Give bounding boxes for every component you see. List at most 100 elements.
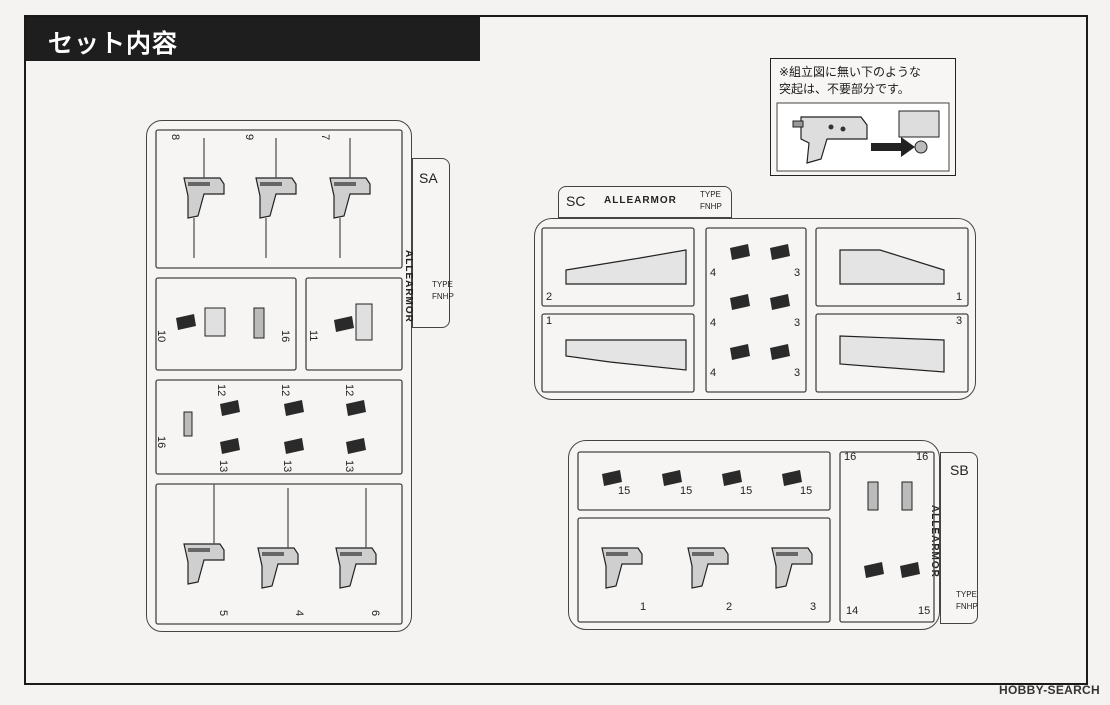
sa-number-1: 9 (243, 134, 255, 140)
sb-number-8: 3 (810, 601, 816, 613)
sa-number-3: 10 (155, 330, 167, 342)
sa-number-11: 13 (281, 460, 293, 472)
sa-grip-row-0 (220, 400, 240, 416)
sc-section-bottom-left (541, 313, 695, 393)
sa-part-16 (253, 307, 265, 339)
sc-number-9: 3 (794, 367, 800, 379)
sc-grip-2 (730, 294, 750, 310)
sa-part-11 (355, 303, 373, 341)
sb-frame-1 (687, 547, 729, 589)
sb-number-9: 14 (846, 605, 858, 617)
sprue-sb-type-2: FNHP (956, 602, 978, 611)
sc-grip-1 (770, 244, 790, 260)
sc-section-top-right (815, 227, 969, 307)
sc-part-2 (565, 249, 687, 285)
sb-grip-14b (900, 562, 920, 578)
sprue-sa-code: SA (419, 170, 438, 186)
sa-frame-2 (335, 547, 377, 589)
sa-grip-row-3 (220, 438, 240, 454)
sa-section-bottom (155, 483, 403, 625)
sprue-sb-code: SB (950, 462, 969, 478)
sa-number-7: 12 (279, 384, 291, 396)
sb-grip-2 (722, 470, 742, 486)
sc-grip-5 (770, 344, 790, 360)
sa-number-2: 7 (319, 134, 331, 140)
sprue-sc-tag (558, 186, 732, 218)
sb-number-0: 15 (618, 485, 630, 497)
sb-number-7: 2 (726, 601, 732, 613)
sa-number-6: 12 (215, 384, 227, 396)
page-frame (24, 15, 1088, 685)
sa-grip-11 (334, 316, 354, 332)
sc-section-bottom-right (815, 313, 969, 393)
sa-grip-row-2 (346, 400, 366, 416)
sa-number-9: 16 (155, 436, 167, 448)
sb-number-3: 15 (800, 485, 812, 497)
sa-slide-1 (255, 177, 297, 219)
sprue-sb-frame (568, 440, 940, 630)
watermark: HOBBY-SEARCH (999, 683, 1100, 697)
sa-section-grips (155, 379, 403, 475)
sprue-sa-type-2: FNHP (432, 292, 454, 301)
sprue-sb-type: TYPE (956, 590, 977, 599)
note-box: ※組立図に無い下のような 突起は、不要部分です。 (770, 58, 956, 176)
sc-grip-3 (770, 294, 790, 310)
sb-section-frames (577, 517, 831, 623)
sa-grip-10 (176, 314, 196, 330)
sa-number-4: 16 (279, 330, 291, 342)
sprue-sc-brand: ALLEARMOR (604, 195, 677, 206)
sc-grip-4 (730, 344, 750, 360)
header-bar (26, 17, 480, 61)
sc-number-0: 2 (546, 291, 552, 303)
sprue-sc-type: TYPE (700, 190, 721, 199)
sa-number-8: 12 (343, 384, 355, 396)
sa-grip-row-5 (346, 438, 366, 454)
sb-section-grips (577, 451, 831, 511)
sb-grip-0 (602, 470, 622, 486)
sc-part-1-right (839, 249, 945, 285)
sa-number-12: 13 (343, 460, 355, 472)
sb-grip-1 (662, 470, 682, 486)
sb-grip-14a (864, 562, 884, 578)
sb-number-1: 15 (680, 485, 692, 497)
note-line-2: 突起は、不要部分です。 (779, 82, 910, 96)
sa-grip-row-4 (284, 438, 304, 454)
sa-number-10: 13 (217, 460, 229, 472)
sc-grip-0 (730, 244, 750, 260)
note-line-1: ※組立図に無い下のような (779, 65, 922, 79)
sb-number-6: 1 (640, 601, 646, 613)
protrusion-illustration (776, 102, 950, 172)
sprue-sb-tag (940, 452, 978, 624)
sa-number-15: 6 (369, 610, 381, 616)
sb-part-16a (867, 481, 879, 511)
sb-frame-0 (601, 547, 643, 589)
sc-part-3-right (839, 335, 945, 373)
sc-number-4: 4 (710, 267, 716, 279)
sb-number-2: 15 (740, 485, 752, 497)
sa-frame-0 (183, 543, 225, 585)
sc-number-2: 1 (956, 291, 962, 303)
sc-number-3: 3 (956, 315, 962, 327)
sa-slide-2 (329, 177, 371, 219)
sprue-sc-type-2: FNHP (700, 202, 722, 211)
sprue-sc-code: SC (566, 193, 586, 209)
sprue-sa-tag (412, 158, 450, 328)
sc-section-middle (705, 227, 807, 393)
sprue-sc-frame (534, 218, 976, 400)
sa-slide-0 (183, 177, 225, 219)
sa-number-0: 8 (169, 134, 181, 140)
sb-part-16b (901, 481, 913, 511)
sc-number-8: 4 (710, 367, 716, 379)
sb-number-5: 16 (916, 451, 928, 463)
sb-number-4: 16 (844, 451, 856, 463)
sa-number-13: 5 (217, 610, 229, 616)
sc-number-1: 1 (546, 315, 552, 327)
sa-grip-row-1 (284, 400, 304, 416)
sa-section-top (155, 129, 403, 269)
sa-section-mid-right (305, 277, 403, 371)
sb-grip-3 (782, 470, 802, 486)
sb-section-side (839, 451, 935, 623)
sa-number-5: 11 (307, 330, 319, 341)
sc-number-6: 4 (710, 317, 716, 329)
sb-number-10: 15 (918, 605, 930, 617)
